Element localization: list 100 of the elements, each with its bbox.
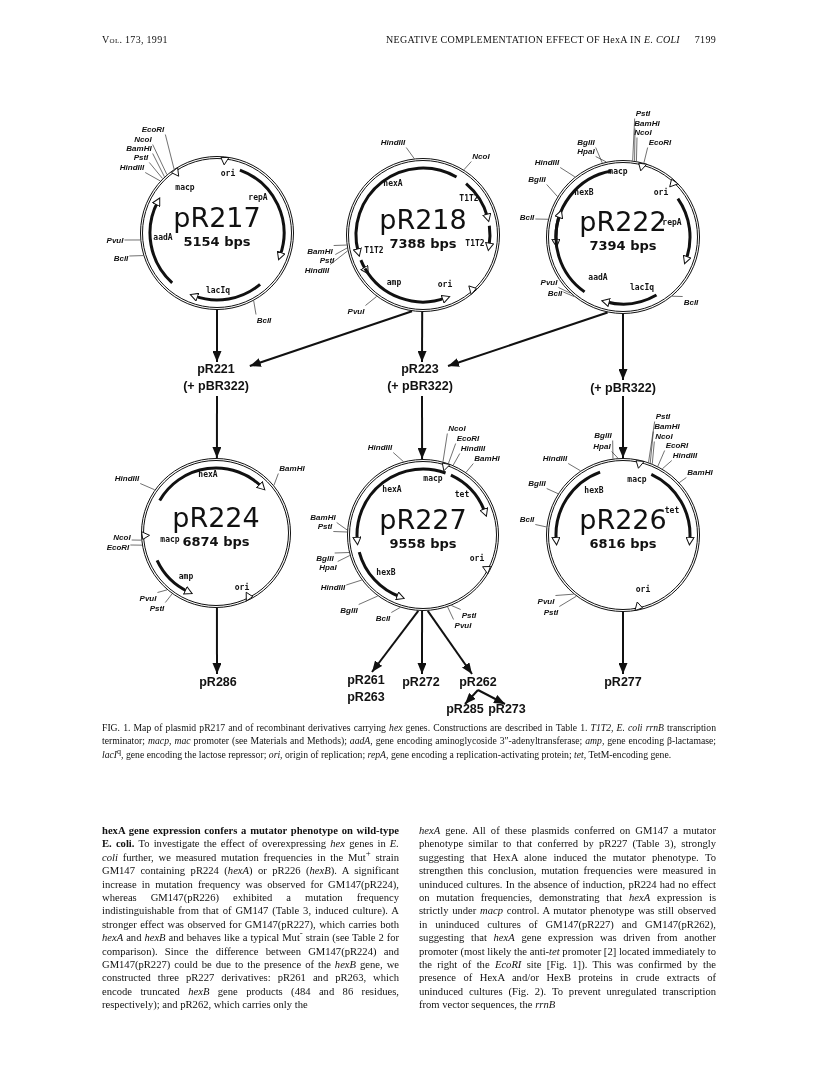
leader-line	[405, 147, 415, 159]
restriction-site-label: BglII	[577, 137, 595, 147]
restriction-site-label: PstI	[149, 603, 165, 613]
arrow	[248, 310, 413, 367]
restriction-site-label: HindIII	[542, 453, 568, 463]
plasmid-label: pR223	[401, 361, 439, 378]
restriction-site-label: BglII	[528, 174, 546, 184]
restriction-site-label: EcoRI	[141, 124, 165, 134]
leader-line	[335, 247, 348, 255]
restriction-site-label: NcoI	[113, 532, 131, 542]
leader-line	[559, 167, 576, 178]
plasmid-label: (+ pBR322)	[590, 381, 656, 395]
leader-line	[391, 607, 401, 613]
gene-label: ori	[635, 584, 651, 594]
arrow	[417, 311, 427, 363]
restriction-site-label: PvuI	[106, 235, 124, 245]
plasmid-size: 6816 bps	[589, 535, 657, 551]
gene-label: macp	[423, 473, 443, 483]
figure-caption: FIG. 1. Map of plasmid pR217 and of recombinant derivatives carrying hex genes. Constructions are described in Table 1. T1T2, E. coli rrnB transcription terminator; macp, mac promoter (see Materials and Methods); aadA, gene encoding aminoglycoside 3″-adenyltransferase; amp, gene encoding β-lactamase; lacI$^{q}$, gene encoding the lactose repressor; ori, origin of replication; repA, gene encoding a replication-activating protein; tet, TetM-encoding gene.	[102, 721, 716, 761]
restriction-site-label: PstI	[635, 108, 651, 118]
restriction-site-label: BclI	[683, 297, 699, 307]
arrow	[371, 609, 420, 673]
restriction-site-label: BamHI	[279, 463, 305, 473]
plasmid-label: pR277	[604, 675, 642, 689]
leader-line	[442, 433, 448, 462]
gene-label: hexA	[383, 178, 403, 188]
gene-label: aadA	[153, 232, 173, 242]
gene-label: T1T2	[465, 238, 485, 248]
arrow	[212, 309, 222, 363]
restriction-site-label: HindIII	[367, 442, 393, 452]
leader-line	[253, 300, 257, 315]
leader-line	[595, 156, 607, 163]
running-head: NEGATIVE COMPLEMENTATION EFFECT OF HexA IN E. COLI	[385, 34, 680, 45]
restriction-site-label: BclI	[547, 288, 563, 298]
gene-label: repA	[248, 192, 268, 202]
restriction-site-label: PvuI	[454, 620, 472, 630]
arrow	[447, 311, 609, 367]
restriction-site-label: EcoRI	[648, 137, 672, 147]
restriction-site-label: HindIII	[460, 443, 486, 453]
restriction-site-label: BclI	[519, 514, 535, 524]
restriction-site-label: HpaI	[319, 562, 337, 572]
leader-line	[632, 118, 635, 161]
plasmid-name: pR224	[172, 501, 260, 533]
plasmid-label: pR261	[347, 672, 385, 689]
leader-line	[465, 463, 474, 473]
leader-line	[131, 539, 142, 541]
leader-line	[651, 441, 655, 465]
gene-label: ori	[437, 279, 453, 289]
leader-line	[558, 287, 571, 294]
restriction-site-label: BclI	[375, 613, 391, 623]
gene-label: macp	[160, 534, 180, 544]
restriction-site-label: PvuI	[540, 277, 558, 287]
leader-line	[648, 421, 655, 463]
plasmid-label: pR262	[459, 675, 497, 689]
leader-line	[452, 453, 461, 466]
arrow	[618, 395, 628, 459]
plasmid-size: 5154 bps	[183, 233, 251, 249]
restriction-site-label: HindIII	[119, 162, 145, 172]
gene-label: hexA	[382, 484, 402, 494]
restriction-site-label: NcoI	[472, 151, 490, 161]
plasmid-name: pR227	[379, 503, 467, 535]
leader-line	[448, 443, 456, 464]
arrow	[618, 611, 628, 675]
restriction-site-label: NcoI	[655, 431, 673, 441]
restriction-site-label: NcoI	[448, 423, 466, 433]
plasmid-name: pR217	[173, 201, 261, 233]
leader-line	[546, 488, 559, 494]
leader-line	[559, 595, 577, 607]
leader-line	[611, 451, 619, 459]
restriction-site-label: EcoRI	[106, 542, 130, 552]
plasmid-label: (+ pBR322)	[183, 378, 249, 395]
restriction-site-label: BglII	[340, 605, 358, 615]
restriction-site-label: PstI	[319, 255, 335, 265]
restriction-site-label: BamHI	[126, 143, 152, 153]
restriction-site-label: BamHI	[474, 453, 500, 463]
plasmid-label: pR272	[402, 675, 440, 689]
leader-line	[152, 144, 168, 175]
gene-label: hexA	[198, 469, 218, 479]
gene-label: hexB	[584, 485, 604, 495]
leader-line	[333, 531, 348, 533]
gene-label: amp	[386, 277, 402, 287]
restriction-site-label: BamHI	[654, 421, 680, 431]
arrow	[417, 395, 427, 460]
arrow	[212, 607, 222, 675]
leader-line	[636, 137, 638, 162]
leader-line	[451, 605, 461, 610]
restriction-site-label: BclI	[113, 253, 129, 263]
leader-line	[337, 555, 351, 562]
plasmid-label: pR286	[199, 675, 237, 689]
plasmid-label: pR263	[347, 689, 385, 706]
gene-label: ori	[234, 582, 250, 592]
restriction-site-label: HpaI	[577, 146, 595, 156]
leader-line	[333, 244, 347, 246]
restriction-site-label: PvuI	[139, 593, 157, 603]
leader-line	[152, 153, 165, 178]
leader-line	[567, 463, 581, 472]
leader-line	[358, 595, 379, 605]
restriction-site-label: PstI	[655, 411, 671, 421]
leader-line	[595, 147, 603, 164]
gene-label: hexB	[376, 567, 396, 577]
